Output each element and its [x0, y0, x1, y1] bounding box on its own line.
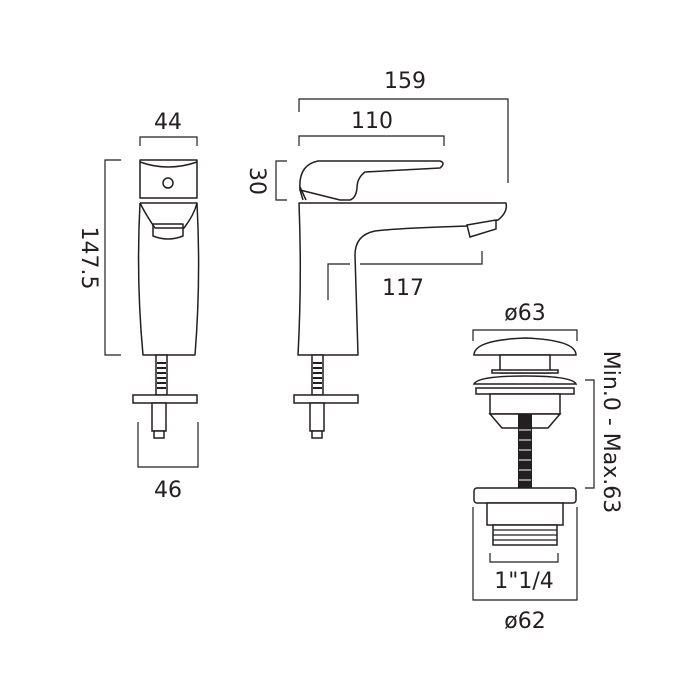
dim-front-base: 46 — [154, 478, 182, 503]
dim-side-overall: 159 — [384, 69, 426, 94]
dim-front-width: 44 — [154, 110, 182, 135]
dim-side-handle-height: 30 — [244, 167, 269, 195]
front-view — [132, 159, 200, 439]
dim-waste-thread: 1"1/4 — [494, 569, 554, 594]
dim-side-spout: 117 — [382, 276, 424, 301]
dim-waste-cap: ø63 — [504, 301, 545, 326]
side-view — [293, 160, 508, 439]
dim-front-height: 147.5 — [76, 227, 101, 290]
dim-waste-flange: ø62 — [504, 609, 545, 634]
side-dimensions: 159 110 30 117 — [244, 69, 509, 301]
waste-view — [472, 337, 578, 546]
waste-dimensions: ø63 Min.0 - Max.63 1"1/4 ø62 — [472, 301, 623, 634]
dim-side-handle: 110 — [351, 109, 393, 134]
front-dimensions: 44 147.5 46 — [76, 110, 199, 503]
dim-waste-range: Min.0 - Max.63 — [598, 351, 623, 513]
